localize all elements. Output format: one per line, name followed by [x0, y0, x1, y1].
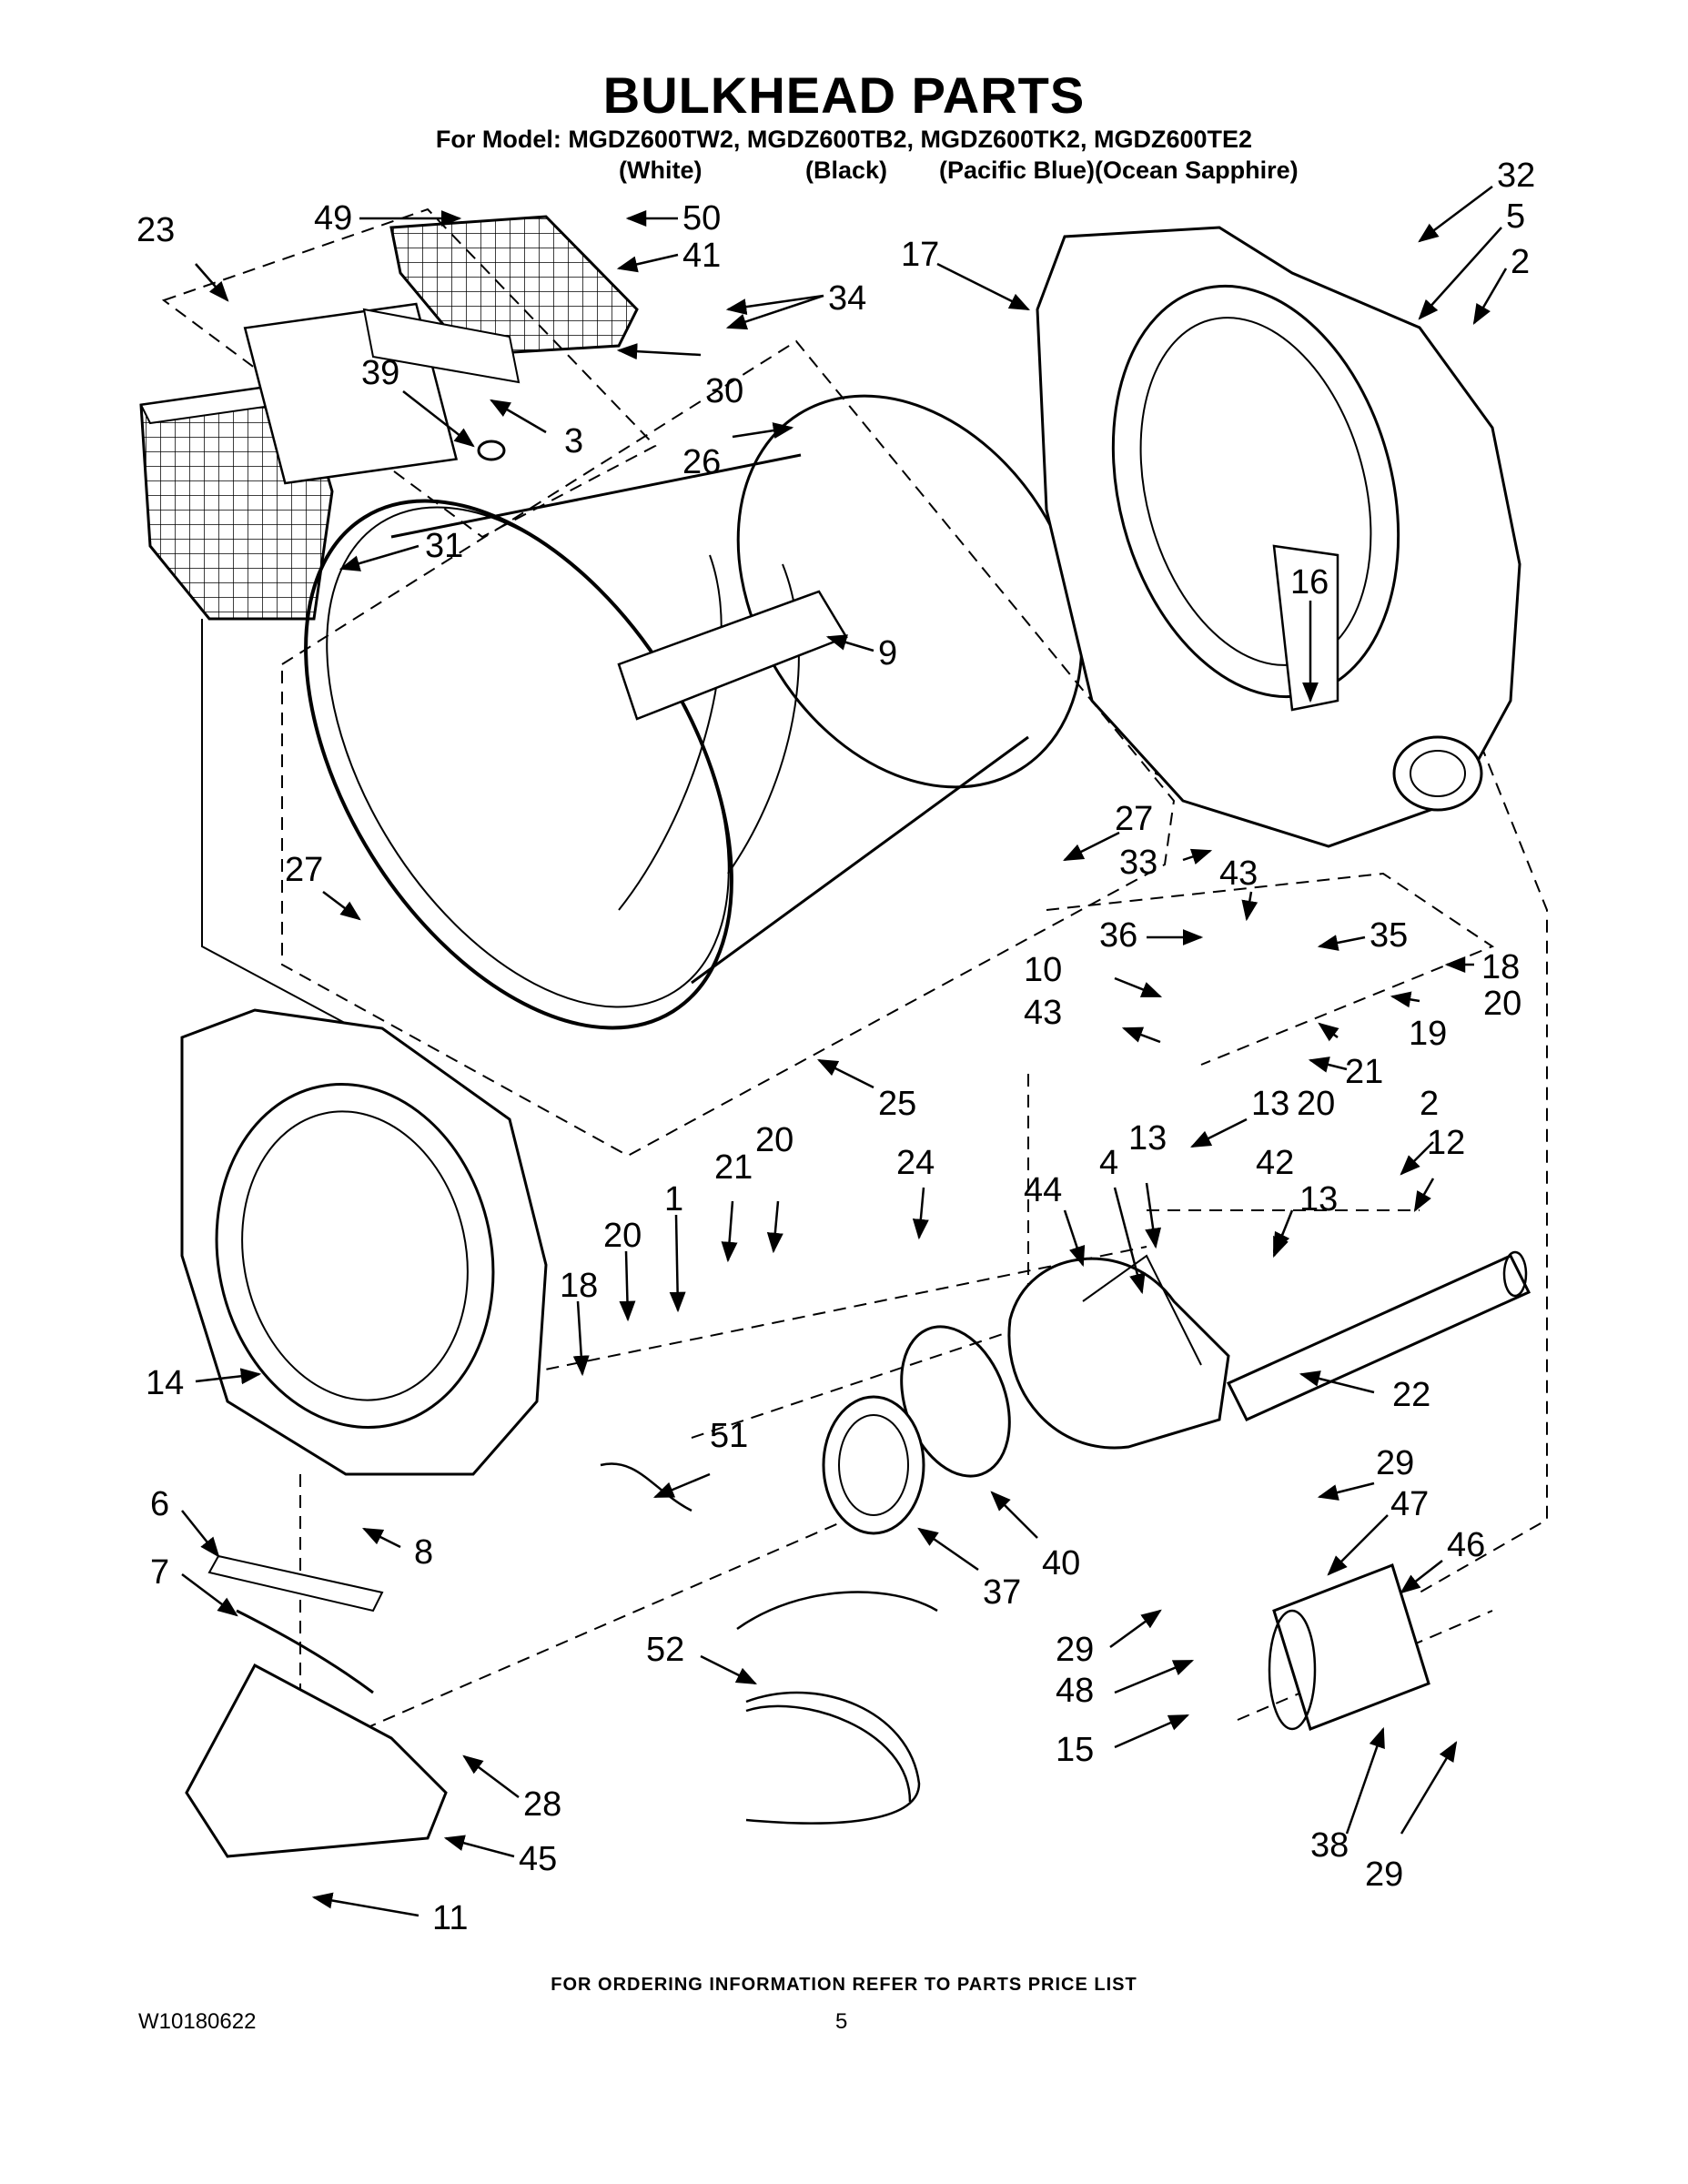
leader-arrows: [181, 186, 1508, 1917]
callout-47: 47: [1390, 1485, 1429, 1523]
blower-assembly: [822, 1250, 1531, 1535]
callout-29-top: 29: [1376, 1444, 1414, 1482]
callout-12: 12: [1427, 1124, 1465, 1162]
callout-51: 51: [710, 1417, 748, 1455]
callout-11: 11: [432, 1899, 468, 1937]
color-white: (White): [619, 157, 702, 184]
callout-21-right: 21: [1345, 1053, 1383, 1091]
callout-37: 37: [983, 1573, 1021, 1612]
callout-labels: 23 49 50 41 34 17 32 5 2 39 30 3 26 31 1…: [136, 157, 1535, 1937]
callout-42: 42: [1256, 1144, 1294, 1182]
callout-1: 1: [664, 1180, 683, 1218]
callout-29-bottom: 29: [1365, 1855, 1403, 1894]
callout-34: 34: [828, 279, 866, 318]
document-number: W10180622: [138, 2009, 257, 2034]
callout-4: 4: [1099, 1144, 1118, 1182]
callout-52: 52: [646, 1631, 684, 1669]
callout-16: 16: [1290, 563, 1329, 602]
callout-39: 39: [361, 354, 399, 392]
callout-28: 28: [523, 1785, 561, 1824]
callout-24: 24: [896, 1144, 935, 1182]
callout-38: 38: [1310, 1826, 1349, 1865]
callout-15: 15: [1056, 1731, 1094, 1769]
callout-25: 25: [878, 1085, 916, 1123]
callout-7: 7: [150, 1553, 169, 1592]
callout-13-middle: 13: [1128, 1119, 1167, 1158]
callout-5: 5: [1506, 197, 1525, 236]
callout-17: 17: [901, 236, 939, 274]
callout-40: 40: [1042, 1544, 1080, 1582]
callout-36: 36: [1099, 916, 1137, 955]
callout-6: 6: [150, 1485, 169, 1523]
callout-18-right: 18: [1481, 948, 1520, 986]
callout-50: 50: [682, 199, 721, 238]
color-black: (Black): [805, 157, 888, 184]
callout-20-right-bottom: 20: [1297, 1085, 1335, 1123]
callout-19: 19: [1409, 1015, 1447, 1053]
callout-49: 49: [314, 199, 352, 238]
callout-48: 48: [1056, 1672, 1094, 1710]
callout-13-lower: 13: [1299, 1180, 1338, 1218]
callout-27-left: 27: [285, 851, 323, 889]
callout-32: 32: [1497, 157, 1535, 195]
callout-18-left: 18: [560, 1267, 598, 1305]
callout-21-left: 21: [714, 1148, 753, 1187]
callout-45: 45: [519, 1840, 557, 1878]
callout-27-right: 27: [1115, 800, 1153, 838]
callout-8: 8: [414, 1533, 433, 1572]
duct-assembly: [185, 1554, 448, 1858]
color-blue-sapphire: (Pacific Blue)(Ocean Sapphire): [939, 157, 1299, 184]
callout-29-middle: 29: [1056, 1631, 1094, 1669]
burner-tube: [1268, 1563, 1430, 1731]
callout-31: 31: [425, 527, 463, 565]
callout-22: 22: [1392, 1376, 1430, 1414]
callout-14: 14: [146, 1364, 184, 1402]
rear-bulkhead: [1036, 226, 1521, 848]
callout-20-right-top: 20: [1483, 985, 1521, 1023]
callout-10: 10: [1024, 951, 1062, 989]
callout-43-top: 43: [1219, 854, 1258, 893]
ordering-note: FOR ORDERING INFORMATION REFER TO PARTS …: [551, 1975, 1137, 1995]
callout-23: 23: [136, 211, 175, 249]
page-number: 5: [835, 2009, 848, 2034]
callout-2: 2: [1511, 243, 1530, 281]
callout-43-bottom: 43: [1024, 994, 1062, 1032]
callout-20-left-top: 20: [755, 1121, 793, 1159]
callout-2-lower: 2: [1420, 1085, 1439, 1123]
callout-46: 46: [1447, 1526, 1485, 1564]
callout-20-left-bottom: 20: [603, 1217, 642, 1255]
callout-35: 35: [1370, 916, 1408, 955]
callout-33: 33: [1119, 844, 1157, 882]
lint-grille: [243, 215, 639, 485]
callout-13-top: 13: [1251, 1085, 1289, 1123]
page-title: BULKHEAD PARTS: [602, 66, 1086, 124]
drum: [304, 394, 1084, 1030]
model-list: For Model: MGDZ600TW2, MGDZ600TB2, MGDZ6…: [435, 126, 1253, 153]
callout-30: 30: [705, 372, 743, 410]
callout-26: 26: [682, 443, 721, 481]
wire-harness: [600, 1462, 938, 1825]
front-bulkhead: [180, 1008, 548, 1476]
callout-41: 41: [682, 237, 721, 275]
callout-44: 44: [1024, 1171, 1062, 1209]
callout-3: 3: [564, 422, 583, 460]
callout-9: 9: [878, 634, 897, 672]
